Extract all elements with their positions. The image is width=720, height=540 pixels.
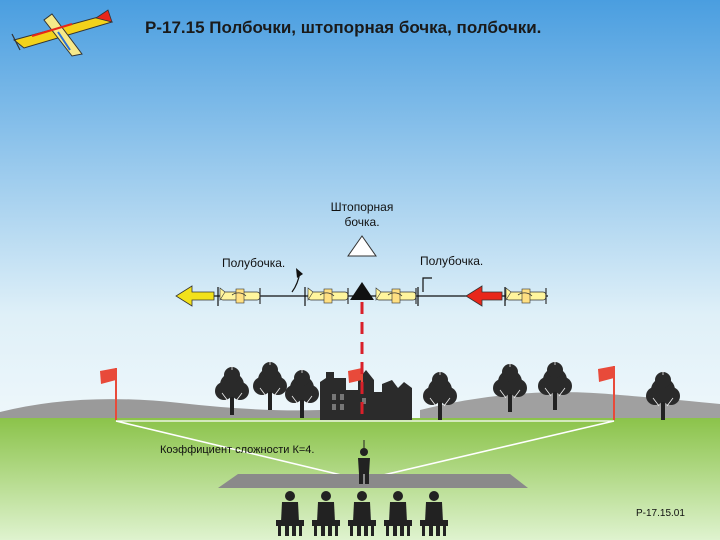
flag-left [100,368,117,420]
exit-arrow [175,285,215,307]
spin-roll-marker [350,282,374,300]
hill-left [0,399,320,420]
sky [0,0,720,420]
hill-right [420,392,720,420]
sight-line-left [115,420,363,481]
sight-line-right [361,420,615,481]
difficulty-coefficient: Коэффициент сложности К=4. [160,444,315,456]
half-roll-arrow-right [422,277,432,292]
figure-code: Р-17.15.01 [636,508,685,519]
runway [218,474,528,488]
half-roll-arrow-left [291,268,303,293]
castle-silhouette [320,370,412,420]
spin-roll-label: Штопорная бочка. [330,200,394,229]
half-roll-label-left: Полубочка. [222,256,286,270]
flag-right [598,366,615,420]
pilot-figure [358,440,370,484]
half-roll-label-right: Полубочка. [420,254,484,268]
aerobatic-plane-icon [11,9,114,57]
page-title: Р-17.15 Полбочки, штопорная бочка, полбо… [145,18,542,37]
spin-roll-legend-icon [347,235,377,257]
path-ticks [217,287,506,306]
entry-arrow [465,285,503,307]
